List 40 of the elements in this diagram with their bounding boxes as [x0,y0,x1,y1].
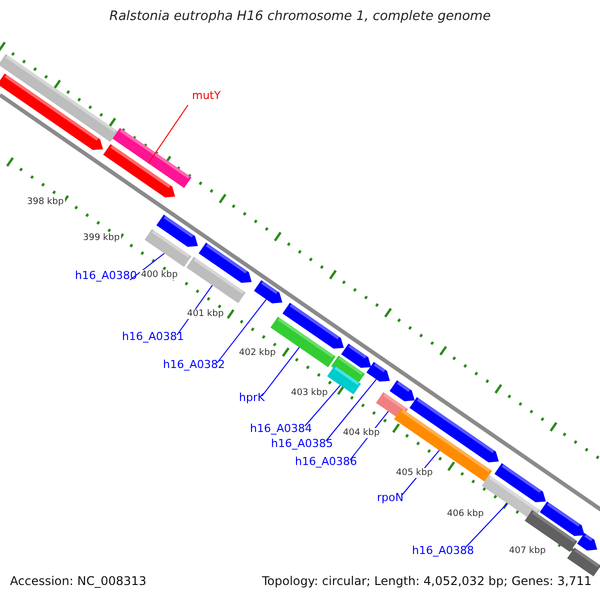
gene-feature [567,548,600,576]
gene-feature [186,256,246,304]
gene-label: h16_A0380 [75,270,137,283]
leader-line [148,104,188,164]
gene-feature [0,73,104,150]
gene-feature [254,280,282,304]
info-text: Accession: NC_008313 [10,575,146,589]
gene-label: mutY [192,90,221,103]
position-label: 404 kbp [342,428,381,438]
gene-label: rpoN [377,492,404,505]
leader-line [304,384,341,426]
leader-line [216,298,267,364]
leader-line [466,502,508,548]
leader-line [326,378,377,442]
gene-label: h16_A0386 [295,456,357,469]
gene-feature [103,144,176,198]
gene-feature [390,380,415,402]
gene-feature [327,366,361,394]
leader-line [130,252,165,280]
position-label: 399 kbp [82,233,121,244]
position-label: 398 kbp [26,197,65,208]
gene-feature [366,362,390,382]
position-label: 400 kbp [140,270,179,280]
position-label: 407 kbp [508,546,547,556]
position-label: 402 kbp [238,348,277,358]
gene-label: h16_A0384 [250,423,312,436]
gene-label: h16_A0388 [412,545,474,558]
gene-label: h16_A0385 [271,438,333,451]
position-label: 405 kbp [395,468,434,478]
gene-feature [577,532,598,550]
info-text: Topology: circular; Length: 4,052,032 bp; Genes: 3,711 [262,575,592,589]
position-label: 401 kbp [186,309,225,320]
leader-line [262,346,300,396]
gene-label: h16_A0381 [122,331,184,344]
chart-title: Ralstonia eutropha H16 chromosome 1, complete genome [108,10,492,25]
position-label: 406 kbp [446,509,485,520]
position-label: 403 kbp [290,388,329,398]
gene-label: h16_A0382 [163,359,225,372]
gene-label: hprK [239,392,265,405]
gene-feature [144,229,192,267]
